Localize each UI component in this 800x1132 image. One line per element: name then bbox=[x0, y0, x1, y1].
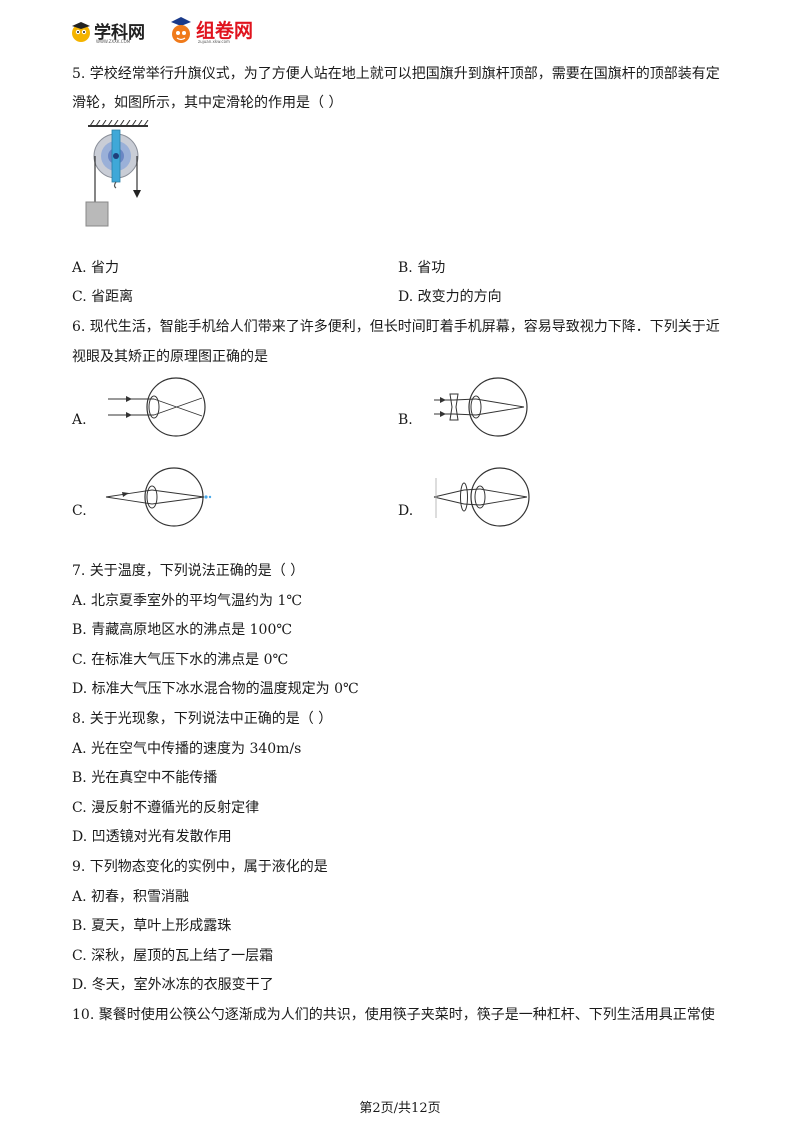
q7-option-b: B. 青藏高原地区水的沸点是 100℃ bbox=[72, 622, 293, 638]
zujuan-logo-text: 组卷网 bbox=[196, 20, 254, 42]
xueke-logo-text: 学科网 bbox=[94, 23, 145, 43]
q5-option-d: D. 改变力的方向 bbox=[398, 289, 502, 305]
q9-option-d: D. 冬天，室外冰冻的衣服变干了 bbox=[72, 977, 274, 993]
header-logos: 学科网 WWW.ZXXK.COM 组卷网 zujuan.xkw.com bbox=[70, 14, 270, 48]
q6-label-a: A. bbox=[72, 412, 87, 428]
q9-option-b: B. 夏天，草叶上形成露珠 bbox=[72, 918, 232, 934]
q5-option-a: A. 省力 bbox=[72, 260, 120, 276]
q8-option-d: D. 凹透镜对光有发散作用 bbox=[72, 829, 232, 845]
q5-option-b: B. 省功 bbox=[398, 260, 446, 276]
page-number: 第2页/共12页 bbox=[359, 1101, 441, 1116]
q9-option-a: A. 初春，积雪消融 bbox=[72, 889, 190, 905]
q8-option-a: A. 光在空气中传播的速度为 340m/s bbox=[72, 741, 302, 757]
q6-label-b: B. bbox=[398, 412, 413, 428]
q5-option-c: C. 省距离 bbox=[72, 289, 134, 305]
q6-label-d: D. bbox=[398, 503, 414, 519]
q5-stem-line1: 5. 学校经常举行升旗仪式，为了方便人站在地上就可以把国旗升到旗杆顶部，需要在国… bbox=[72, 66, 720, 82]
q8-stem: 8. 关于光现象，下列说法中正确的是（ ） bbox=[72, 711, 333, 727]
q7-option-d: D. 标准大气压下冰水混合物的温度规定为 0℃ bbox=[72, 681, 359, 697]
zujuan-logo-icon bbox=[168, 16, 194, 46]
q6-stem-line1: 6. 现代生活，智能手机给人们带来了许多便利，但长时间盯着手机屏幕，容易导致视力… bbox=[72, 319, 720, 335]
zujuan-logo-sub: zujuan.xkw.com bbox=[198, 39, 230, 44]
q9-option-c: C. 深秋，屋顶的瓦上结了一层霜 bbox=[72, 948, 274, 964]
q8-option-c: C. 漫反射不遵循光的反射定律 bbox=[72, 800, 260, 816]
q10-stem-line1: 10. 聚餐时使用公筷公勺逐渐成为人们的共识，使用筷子夹菜时，筷子是一种杠杆、下… bbox=[72, 1007, 715, 1023]
q7-option-c: C. 在标准大气压下水的沸点是 0℃ bbox=[72, 652, 289, 668]
pulley-figure bbox=[82, 119, 154, 228]
q7-stem: 7. 关于温度，下列说法正确的是（ ） bbox=[72, 563, 305, 579]
q9-stem: 9. 下列物态变化的实例中，属于液化的是 bbox=[72, 859, 328, 875]
q8-option-b: B. 光在真空中不能传播 bbox=[72, 770, 218, 786]
xueke-logo-sub: WWW.ZXXK.COM bbox=[96, 39, 131, 44]
q6-stem-line2: 视眼及其矫正的原理图正确的是 bbox=[72, 349, 268, 365]
q5-stem-line2: 滑轮，如图所示，其中定滑轮的作用是（ ） bbox=[72, 95, 343, 111]
xueke-logo-icon bbox=[70, 20, 92, 42]
eye-diagram-b bbox=[432, 376, 532, 438]
q6-label-c: C. bbox=[72, 503, 87, 519]
q7-option-a: A. 北京夏季室外的平均气温约为 1℃ bbox=[72, 593, 303, 609]
eye-diagram-c bbox=[104, 466, 216, 528]
eye-diagram-a bbox=[106, 376, 216, 438]
eye-diagram-d bbox=[432, 466, 532, 528]
